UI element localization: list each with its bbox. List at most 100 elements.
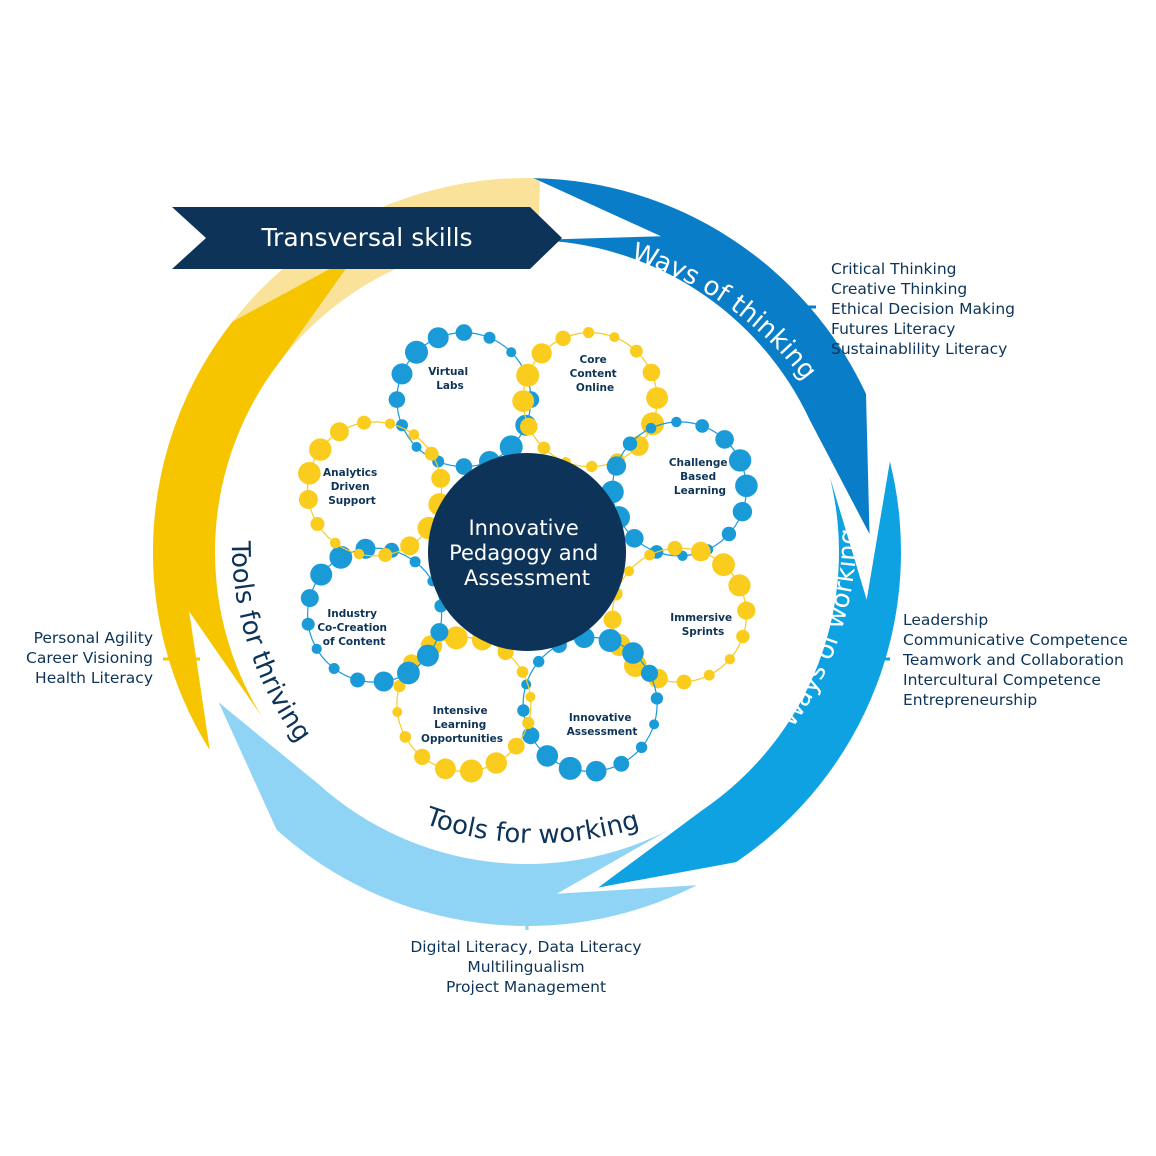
petal-loop-line [307,421,443,557]
petal-dot [330,537,341,549]
petal-dot [329,422,349,442]
petal-dot [396,419,408,432]
petal-dot [724,654,736,665]
petal-dot [609,332,620,343]
petal-dot [455,324,473,341]
thinking-item: Critical Thinking [831,260,957,278]
petal-dot [310,563,333,586]
petal-dot [671,416,682,428]
petal-dot [676,674,692,690]
petal-challenge-based-learning: Challenge Based Learning [669,457,731,497]
petal-dot [400,536,420,556]
petal-dot [516,666,529,678]
petal-dot [721,526,737,542]
petal-dot [424,446,439,461]
working-item: Communicative Competence [903,631,1128,649]
petal-dot [435,758,456,780]
petal-dot [329,545,353,569]
petal-dot [391,363,413,385]
thriving-item: Career Visioning [26,649,153,667]
petal-dot [414,748,431,766]
petal-dot [384,418,396,429]
banner-arrow-shape [172,207,562,269]
ways-of-working-segment [598,461,902,888]
petal-dot [431,468,451,488]
petal-loop [601,416,758,561]
petal-dot [715,430,734,449]
petal-dot [483,331,496,344]
petal-dot [728,449,752,472]
thinking-item: Ethical Decision Making [831,300,1015,318]
petal-dot [427,327,449,349]
petal-dot [525,691,536,702]
petal-dot [555,330,571,346]
petal-dot [622,642,644,664]
working-item: Entrepreneurship [903,691,1037,709]
petal-core-content-online: Core Content Online [570,354,621,394]
working-item: Intercultural Competence [903,671,1101,689]
petal-dot [522,727,540,745]
petal-dot [430,623,449,642]
petal-analytics-driven-support: Analytics Driven Support [323,467,381,507]
thinking-item: Creative Thinking [831,280,967,298]
petal-dot [408,429,420,440]
petal-dot [444,626,468,650]
list-connectors [163,305,890,930]
petal-dot [522,716,535,730]
center-circle [428,453,626,651]
petal-dot [630,344,643,358]
petal-industry-co-creation: Industry Co-Creation of Content [317,608,390,648]
petal-dot [459,759,483,783]
petal-dot [411,441,422,452]
petal-dot [373,671,394,692]
ways-of-thinking-segment [532,178,870,534]
petal-dot [393,679,406,693]
petal-dot [353,548,365,560]
petal-dot [399,731,412,743]
petal-dot [735,474,758,498]
thriving-item: Health Literacy [35,669,153,687]
petal-dot [703,669,715,681]
petal-dot [644,549,655,561]
petal-dot [405,340,428,364]
petal-dot [650,692,664,705]
petal-immersive-sprints: Immersive Sprints [670,612,736,638]
tools-for-thriving-segment [152,255,356,751]
petal-dot [416,644,439,667]
petal-dot [455,458,473,475]
petal-dot [737,601,756,620]
petal-labels: Virtual Labs Core Content Online Challen… [317,354,736,745]
petal-dot [667,540,683,556]
tools-working-item: Multilingualism [467,958,584,976]
center-hub: Innovative Pedagogy and Assessment [428,453,626,651]
petal-loop [300,538,449,692]
petal-innovative-assessment: Innovative Assessment [567,712,638,738]
tools-working-item: Digital Literacy, Data Literacy [410,938,641,956]
petal-dot [397,661,420,685]
petal-dot [585,760,607,782]
petal-dot [520,417,538,436]
petal-dot [298,462,321,485]
petal-dot [310,517,325,531]
petal-dot [309,438,332,461]
thinking-item: Sustainablility Literacy [831,340,1007,358]
petal-dot [646,387,668,409]
petal-dot [625,529,644,548]
petal-dot [586,460,598,473]
petal-dot [298,490,318,509]
petal-dot [635,741,648,753]
petal-virtual-labs: Virtual Labs [428,366,472,392]
petal-dot [645,422,657,434]
petal-dot [695,419,709,433]
petal-dot [328,663,340,674]
petal-dot [301,617,315,631]
tools-for-working-segment [218,702,697,926]
petal-dot [736,629,750,644]
petal-loop [517,627,664,782]
petal-loop [298,415,452,562]
petal-dot [640,664,659,682]
petal-dot [350,672,366,688]
petal-loop [512,327,668,473]
petal-dot [732,502,753,522]
